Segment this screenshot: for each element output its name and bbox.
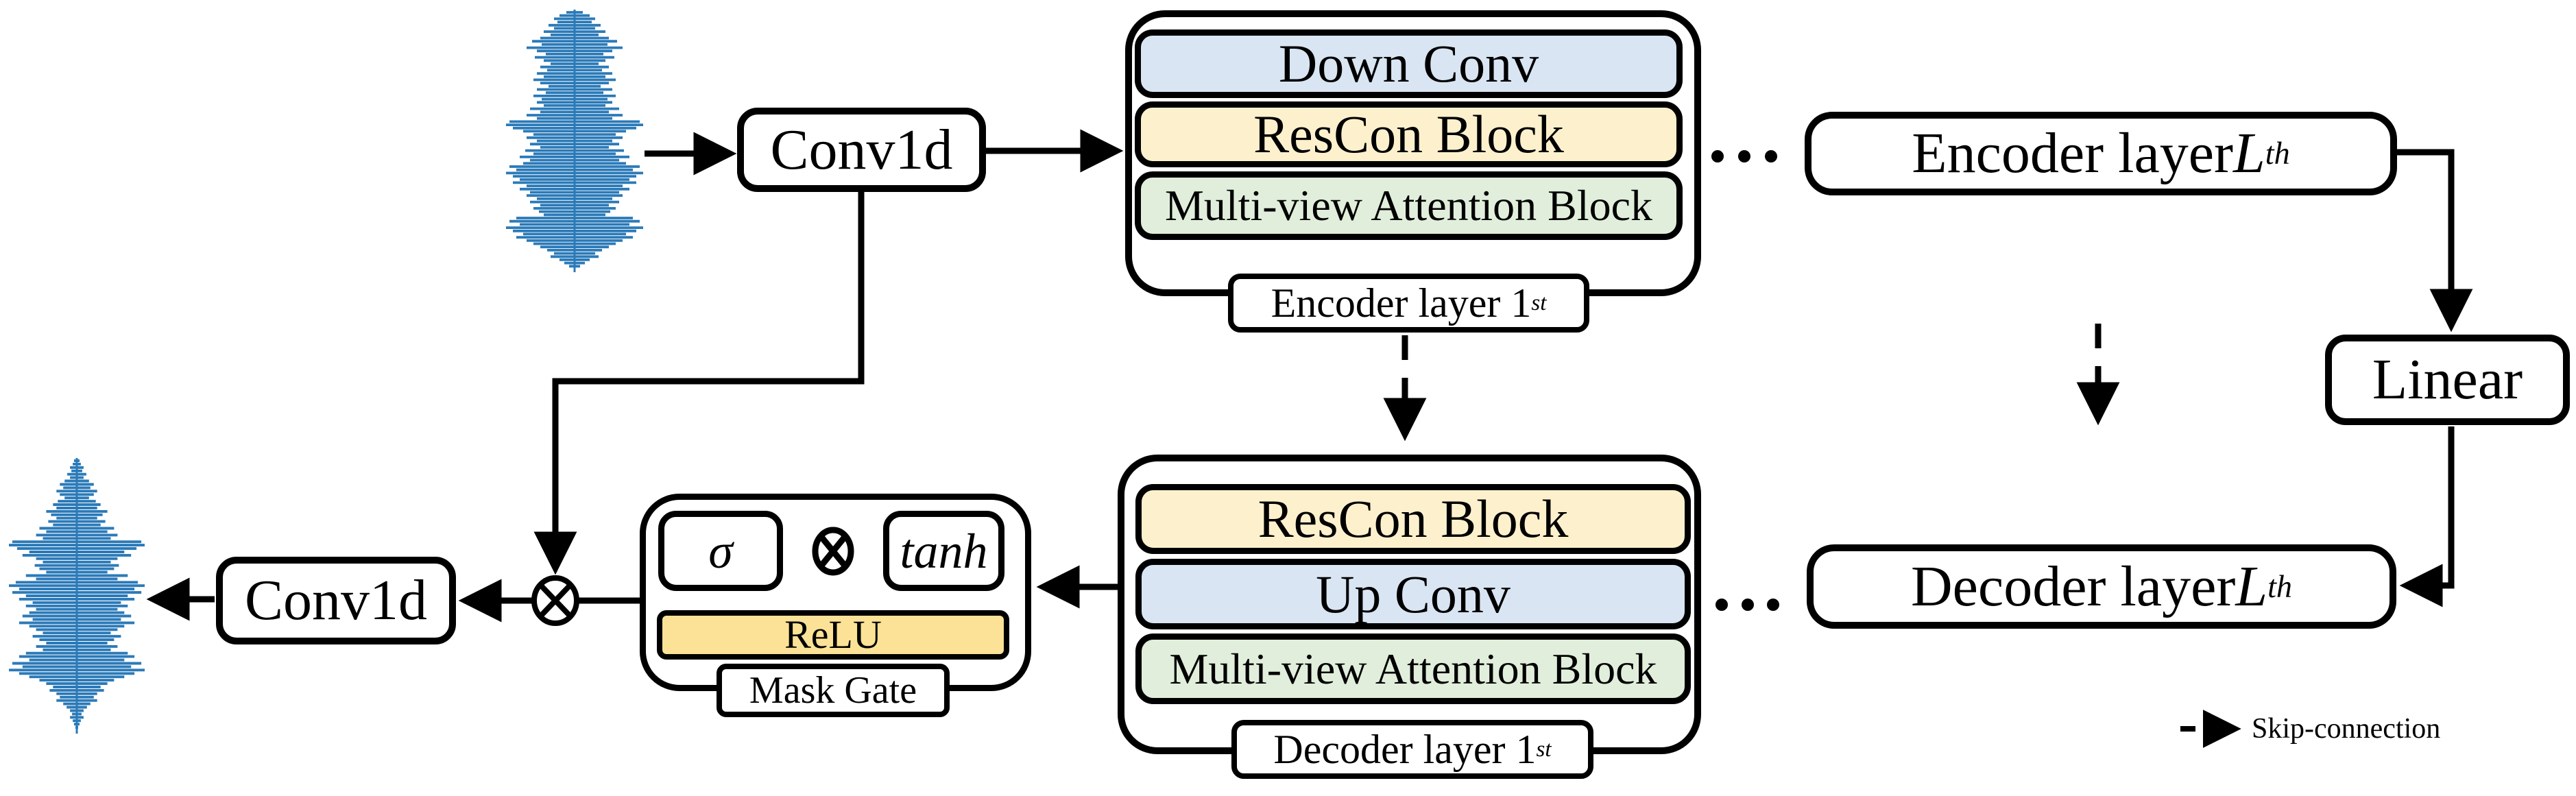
decoder-ellipsis-icon (1716, 599, 1779, 611)
arrow-conv1d-to-multiply (533, 191, 865, 575)
encoder-layer1-label: Encoder layer 1 (1271, 280, 1532, 326)
mask-gate-tag: Mask Gate (717, 664, 950, 717)
decoder-mva-label: Multi-view Attention Block (1169, 644, 1657, 693)
relu-bar: ReLU (657, 610, 1009, 660)
legend-skip-connection-label: Skip-connection (2252, 713, 2441, 745)
conv1d-decoder-box: Conv1d (216, 557, 456, 644)
conv1d-encoder-box: Conv1d (737, 108, 986, 192)
mask-gate-label: Mask Gate (749, 669, 917, 712)
conv1d-decoder-label: Conv1d (244, 568, 428, 632)
linear-label: Linear (2372, 348, 2523, 411)
legend-skip-connection: Skip-connection (2252, 713, 2440, 745)
up-conv-block: Up Conv (1135, 559, 1691, 629)
encoder-rescon-block: ResCon Block (1135, 101, 1683, 167)
sigma-label: σ (708, 523, 733, 579)
tanh-box: tanh (883, 511, 1004, 591)
arrow-encoderL-to-linear (2393, 149, 2473, 333)
tanh-label: tanh (900, 523, 988, 579)
down-conv-block: Down Conv (1135, 29, 1683, 98)
decoder-layerL-var: L (2235, 554, 2268, 618)
encoder-mva-label: Multi-view Attention Block (1164, 181, 1653, 230)
encoder-mva-block: Multi-view Attention Block (1135, 171, 1683, 240)
decoder-layer1-label: Decoder layer 1 (1273, 727, 1537, 772)
multiply-icon (531, 575, 579, 626)
decoder-layerL-label: Decoder layer (1910, 554, 2236, 618)
encoder-ellipsis-icon (1711, 150, 1777, 162)
arrow-linear-to-decoderL (2399, 426, 2455, 607)
up-conv-label: Up Conv (1316, 564, 1510, 624)
output-waveform (9, 458, 145, 734)
decoder-rescon-block: ResCon Block (1135, 484, 1691, 554)
down-conv-label: Down Conv (1278, 34, 1539, 93)
decoder-rescon-label: ResCon Block (1257, 489, 1569, 548)
encoder-layerL-label: Encoder layer (1912, 121, 2234, 185)
conv1d-encoder-label: Conv1d (770, 117, 953, 182)
relu-label: ReLU (784, 612, 882, 657)
linear-box: Linear (2325, 335, 2570, 425)
encoder-rescon-label: ResCon Block (1253, 104, 1564, 164)
sigma-box: σ (658, 511, 783, 591)
encoder-layerL-var: L (2233, 121, 2265, 185)
input-waveform (506, 10, 643, 272)
decoder-mva-block: Multi-view Attention Block (1135, 634, 1691, 704)
